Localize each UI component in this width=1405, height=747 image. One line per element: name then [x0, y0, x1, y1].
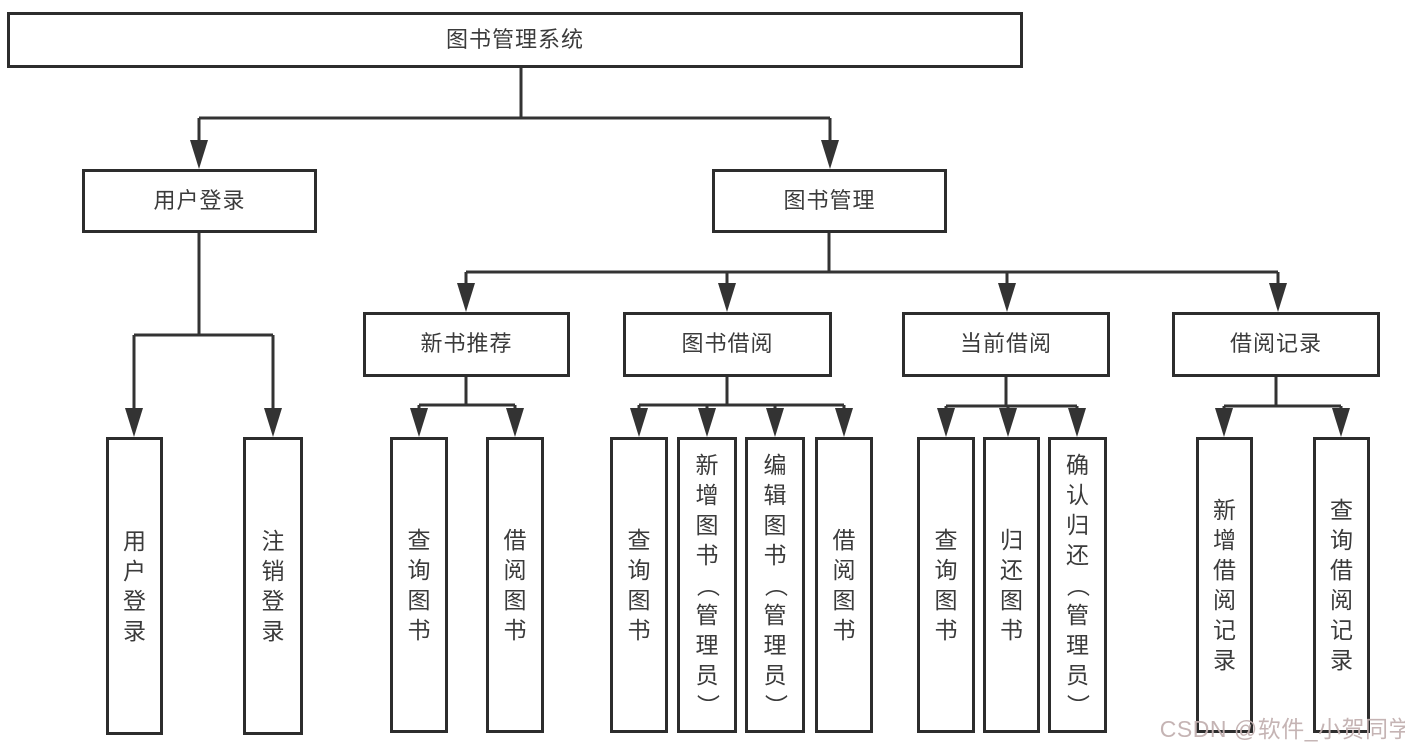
leaf-logout-label: 注销登录 — [261, 527, 285, 644]
csdn-watermark: CSDN @软件_小贺同学 — [1159, 716, 1405, 742]
node-book-management: 图书管理 — [712, 169, 947, 233]
node-book-borrow: 图书借阅 — [623, 312, 832, 377]
leaf-user-login: 用户登录 — [106, 437, 163, 735]
node-new-book-recommend: 新书推荐 — [363, 312, 570, 377]
leaf-query-borrow-record: 查询借阅记录 — [1313, 437, 1370, 733]
leaf-borrow-query-books: 查询图书 — [610, 437, 668, 733]
leaf-add-borrow-record-label: 新增借阅记录 — [1213, 496, 1236, 673]
leaf-logout: 注销登录 — [243, 437, 303, 735]
leaf-query-borrow-record-label: 查询借阅记录 — [1330, 496, 1353, 673]
leaf-return-books: 归还图书 — [983, 437, 1040, 733]
node-current-borrow: 当前借阅 — [902, 312, 1110, 377]
node-borrow-records: 借阅记录 — [1172, 312, 1380, 377]
leaf-borrow-books: 借阅图书 — [815, 437, 873, 733]
leaf-current-query-books: 查询图书 — [917, 437, 975, 733]
node-user-login: 用户登录 — [82, 169, 317, 233]
leaf-confirm-return-admin: 确认归还（管理员） — [1048, 437, 1107, 733]
leaf-edit-books-admin-label: 编辑图书（管理员） — [762, 451, 789, 717]
leaf-recommend-query-books-label: 查询图书 — [407, 526, 431, 643]
leaf-recommend-borrow-books-label: 借阅图书 — [503, 526, 527, 643]
node-book-borrow-label: 图书借阅 — [681, 331, 774, 357]
leaf-add-books-admin: 新增图书（管理员） — [677, 437, 737, 733]
leaf-confirm-return-admin-label: 确认归还（管理员） — [1065, 451, 1091, 717]
leaf-borrow-query-books-label: 查询图书 — [627, 526, 651, 643]
leaf-recommend-query-books: 查询图书 — [390, 437, 448, 733]
leaf-recommend-borrow-books: 借阅图书 — [486, 437, 544, 733]
leaf-add-borrow-record: 新增借阅记录 — [1196, 437, 1253, 733]
node-current-borrow-label: 当前借阅 — [959, 331, 1052, 357]
node-user-login-label: 用户登录 — [153, 187, 246, 213]
arrowheads — [125, 140, 1350, 437]
node-book-management-label: 图书管理 — [783, 187, 876, 213]
node-new-book-recommend-label: 新书推荐 — [420, 331, 513, 357]
leaf-return-books-label: 归还图书 — [1000, 526, 1023, 643]
leaf-user-login-label: 用户登录 — [123, 527, 146, 644]
leaf-current-query-books-label: 查询图书 — [934, 526, 958, 643]
node-system-root-label: 图书管理系统 — [445, 26, 584, 52]
leaf-add-books-admin-label: 新增图书（管理员） — [694, 451, 721, 717]
node-borrow-records-label: 借阅记录 — [1229, 331, 1322, 357]
node-system-root: 图书管理系统 — [7, 12, 1023, 68]
leaf-edit-books-admin: 编辑图书（管理员） — [745, 437, 805, 733]
leaf-borrow-books-label: 借阅图书 — [832, 526, 856, 643]
